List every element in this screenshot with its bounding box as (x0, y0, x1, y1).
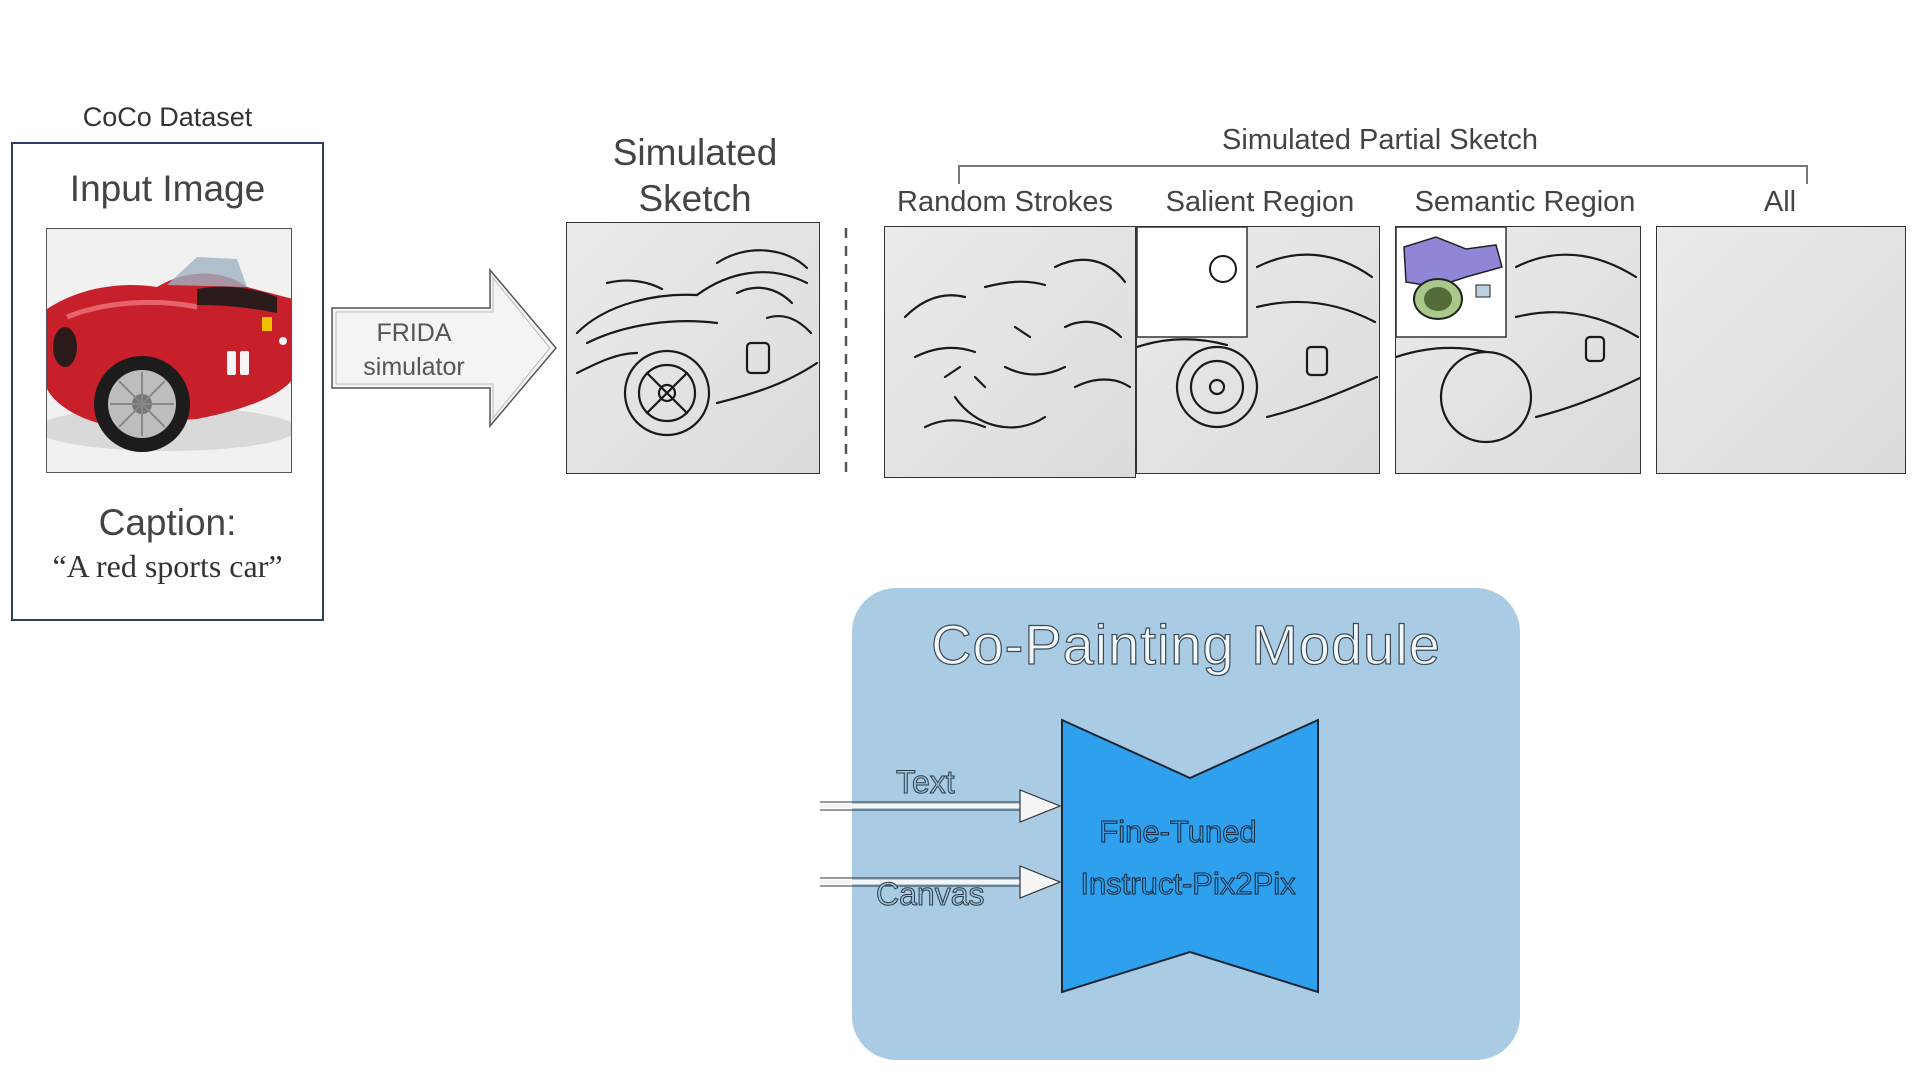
arrow-right-icon (331, 268, 557, 428)
label-salient-region: Salient Region (1165, 186, 1355, 218)
text-input-arrow-icon (820, 789, 1062, 823)
text-input-label: Text (896, 764, 956, 801)
frida-simulator-label: FRIDA simulator (340, 316, 488, 384)
simulated-sketch-title-line1: Simulated (612, 132, 778, 173)
network-shape (1061, 718, 1319, 994)
semantic-region-image (1395, 226, 1641, 474)
dataset-title: CoCo Dataset (82, 102, 253, 132)
brace-icon (958, 165, 1808, 184)
label-all: All (1763, 186, 1797, 218)
all-masked-image (1656, 226, 1906, 474)
input-car-photo (46, 228, 292, 473)
label-random-strokes: Random Strokes (897, 186, 1113, 218)
module-diagram (820, 718, 1319, 994)
dataset-box (11, 142, 324, 621)
simulated-sketch-image (566, 222, 820, 474)
label-semantic-region: Semantic Region (1414, 186, 1636, 218)
co-painting-module-title: Co-Painting Module (930, 612, 1441, 676)
simulated-sketch-title: Simulated Sketch (560, 130, 830, 222)
frida-label-line2: simulator (363, 353, 465, 381)
network-label-line1: Fine-Tuned (1099, 814, 1257, 850)
input-image-title: Input Image (69, 168, 266, 209)
salient-region-image (1136, 226, 1380, 474)
simulated-sketch-title-line2: Sketch (638, 178, 752, 219)
random-strokes-image (884, 226, 1136, 478)
canvas-input-arrow-icon (820, 865, 1062, 899)
dashed-separator (844, 228, 848, 480)
caption-text: “A red sports car” (52, 548, 283, 584)
canvas-input-label: Canvas (876, 876, 985, 913)
frida-label-line1: FRIDA (376, 319, 452, 347)
partial-sketch-title: Simulated Partial Sketch (1222, 124, 1538, 156)
caption-label: Caption: (98, 502, 237, 543)
network-label-line2: Instruct-Pix2Pix (1080, 866, 1296, 902)
